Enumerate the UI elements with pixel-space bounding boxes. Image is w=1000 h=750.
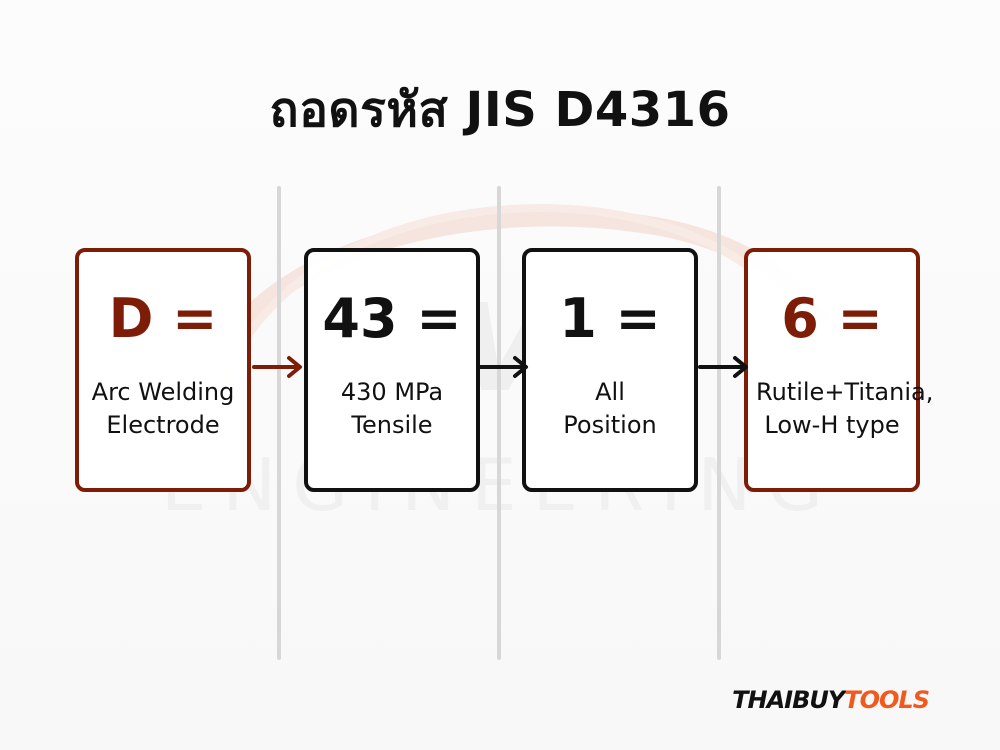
arrow-right-icon bbox=[250, 352, 314, 382]
code-label: 6 = bbox=[781, 287, 883, 350]
code-description: Rutile+Titania, Low-H type bbox=[756, 378, 934, 439]
vertical-divider bbox=[497, 186, 501, 660]
brand-prefix: THAIBUY bbox=[732, 686, 845, 714]
code-card-6: 6 = Rutile+Titania, Low-H type bbox=[744, 248, 934, 492]
vertical-divider bbox=[717, 186, 721, 660]
thaibuytools-logo: THAIBUYTOOLS bbox=[732, 686, 930, 714]
code-description: All Position bbox=[563, 378, 657, 439]
code-label: 1 = bbox=[559, 287, 661, 350]
code-label: D = bbox=[108, 287, 218, 350]
brand-suffix: TOOLS bbox=[844, 686, 930, 714]
arrow-right-icon bbox=[476, 352, 540, 382]
page-title: ถอดรหัส JIS D4316 bbox=[269, 82, 731, 138]
vertical-divider bbox=[277, 186, 281, 660]
code-description: 430 MPa Tensile bbox=[340, 378, 444, 439]
code-card-1: 1 = All Position bbox=[522, 248, 698, 492]
code-card-43: 43 = 430 MPa Tensile bbox=[304, 248, 480, 492]
code-card-d: D = Arc Welding Electrode bbox=[75, 248, 251, 492]
code-label: 43 = bbox=[322, 287, 462, 350]
arrow-right-icon bbox=[696, 352, 760, 382]
code-description: Arc Welding Electrode bbox=[91, 378, 235, 439]
